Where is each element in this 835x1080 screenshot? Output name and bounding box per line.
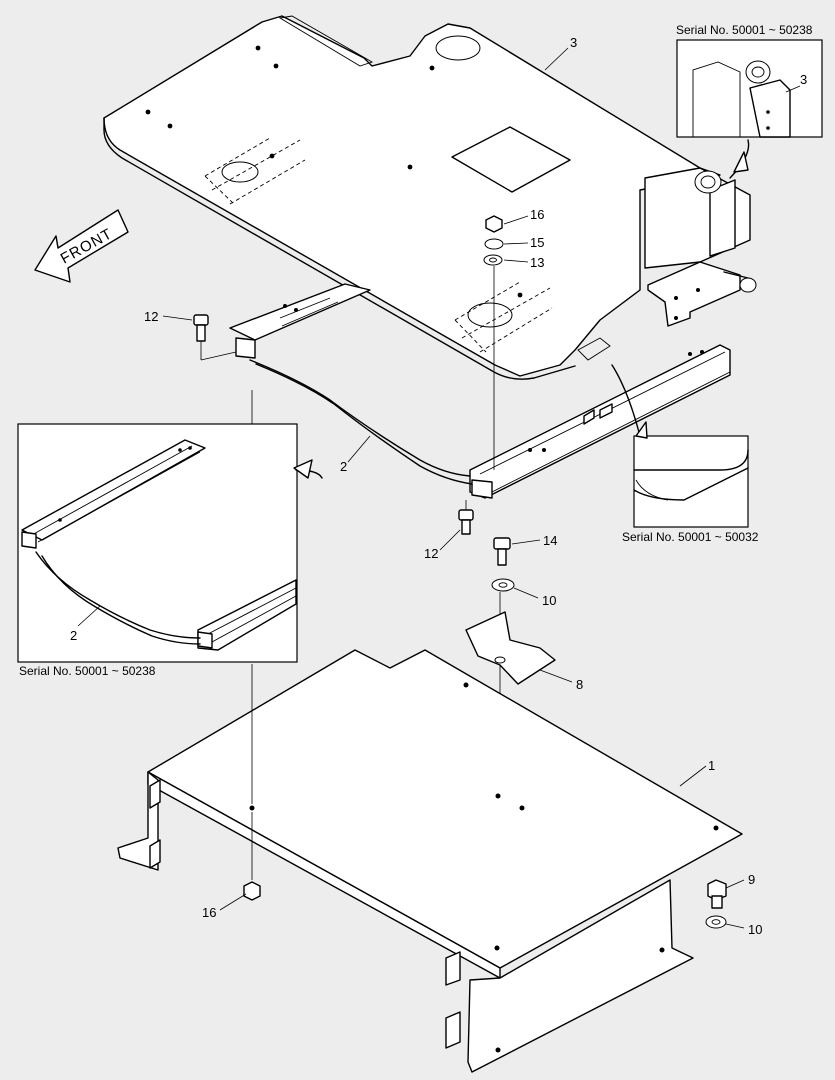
callout-3-inset: 3	[800, 72, 807, 87]
callout-14: 14	[543, 533, 557, 548]
callout-16-bottom: 16	[202, 905, 216, 920]
callout-16-top: 16	[530, 207, 544, 222]
side-fasteners	[243, 390, 727, 929]
callout-10-right: 10	[748, 922, 762, 937]
seat-mount-plate	[103, 15, 721, 380]
callout-2-main: 2	[340, 459, 347, 474]
detail-inset-rail	[17, 423, 323, 663]
slide-rail-assembly	[229, 283, 731, 499]
serial-label-hinge: Serial No. 50001 ~ 50238	[676, 23, 813, 37]
u-bracket	[465, 611, 556, 685]
callout-8: 8	[576, 677, 583, 692]
callout-13: 13	[530, 255, 544, 270]
serial-label-corner: Serial No. 50001 ~ 50032	[622, 530, 759, 544]
hinge-bracket	[644, 167, 757, 327]
callout-2-inset: 2	[70, 628, 77, 643]
front-direction-arrow: FRONT	[34, 209, 129, 283]
callout-10-mid: 10	[542, 593, 556, 608]
callout-3-main: 3	[570, 35, 577, 50]
serial-labels: Serial No. 50001 ~ 50238 Serial No. 5000…	[19, 23, 813, 678]
base-plate	[117, 649, 743, 1073]
callout-9: 9	[748, 872, 755, 887]
callout-15: 15	[530, 235, 544, 250]
detail-inset-hinge	[676, 39, 823, 179]
callout-leaders	[77, 47, 801, 929]
callout-12-left: 12	[144, 309, 158, 324]
callout-12-mid: 12	[424, 546, 438, 561]
detail-inset-corner	[611, 364, 749, 528]
callout-numbers: 3 3 16 15 13 12 2 2 12 14 10 8 1 9 10 16	[70, 35, 807, 937]
callout-1: 1	[708, 758, 715, 773]
serial-label-rail: Serial No. 50001 ~ 50238	[19, 664, 156, 678]
center-fasteners	[193, 215, 515, 800]
